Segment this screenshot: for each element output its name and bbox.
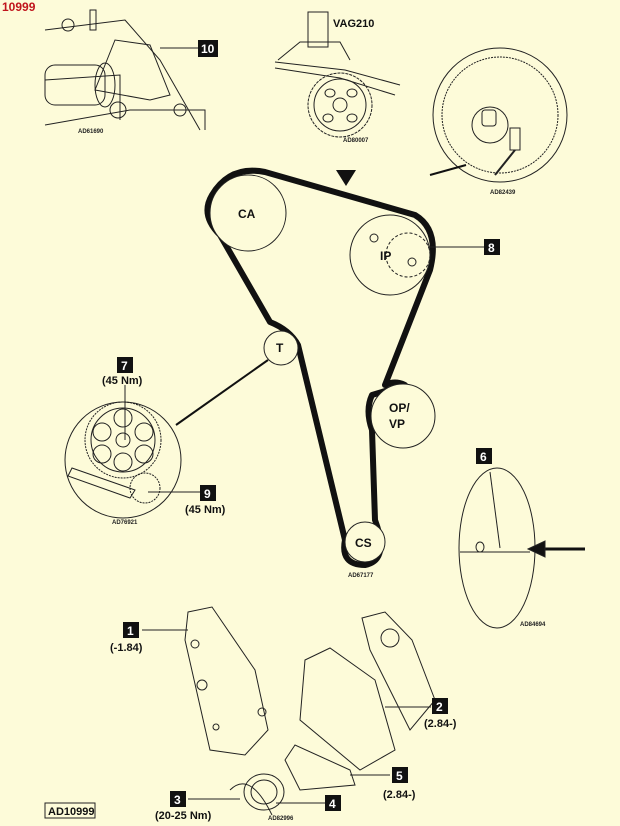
callout-9: 9 (45 Nm) — [148, 485, 226, 516]
svg-text:AD10999: AD10999 — [48, 806, 94, 818]
svg-text:(2.84-): (2.84-) — [383, 789, 416, 801]
doc-number: 10999 — [2, 0, 36, 14]
callout-6: 6 — [476, 448, 492, 464]
tensioner-inset — [64, 401, 182, 519]
flywheel-mark-inset — [458, 467, 585, 629]
figure-code: AD76921 — [112, 520, 138, 526]
callout-10: 10 — [160, 40, 218, 57]
svg-text:7: 7 — [121, 359, 128, 373]
svg-text:10: 10 — [201, 42, 215, 56]
svg-text:2: 2 — [436, 700, 443, 714]
rotation-direction-arrow — [336, 170, 356, 186]
callout-3: 3 (20-25 Nm) — [155, 791, 240, 822]
callout-8: 8 — [428, 239, 500, 255]
pulley-cs: CS — [344, 521, 386, 563]
figure-code: AD82439 — [490, 190, 516, 196]
camshaft-lock-detail — [44, 9, 206, 131]
svg-text:1: 1 — [127, 624, 134, 638]
figure-code: AD82996 — [268, 816, 294, 822]
callout-7: 7 (45 Nm) — [102, 357, 143, 440]
pulley-t: T — [263, 330, 299, 366]
svg-text:(2.84-): (2.84-) — [424, 718, 457, 730]
footer-reference: AD10999 — [44, 802, 96, 819]
svg-text:CA: CA — [238, 207, 256, 221]
svg-text:(20-25 Nm): (20-25 Nm) — [155, 810, 212, 822]
callout-2: 2 (2.84-) — [385, 698, 457, 730]
callout-4: 4 — [276, 795, 341, 811]
tool-label-vag210: VAG210 — [333, 18, 374, 30]
figure-code: AD67177 — [348, 573, 374, 579]
svg-text:5: 5 — [396, 769, 403, 783]
injection-pump-sprocket-inset — [432, 47, 568, 183]
pulley-ip: IP — [349, 214, 431, 296]
svg-text:IP: IP — [380, 249, 391, 263]
svg-text:9: 9 — [204, 487, 211, 501]
figure-code: AD61690 — [78, 129, 104, 135]
vag210-tool-detail — [274, 11, 401, 138]
figure-code: AD80007 — [343, 138, 369, 144]
pulley-opvp: OP/VP — [370, 383, 436, 449]
svg-text:3: 3 — [174, 793, 181, 807]
svg-text:(-1.84): (-1.84) — [110, 642, 143, 654]
inset-leader — [175, 359, 269, 426]
svg-text:T: T — [276, 341, 284, 355]
callout-1: 1 (-1.84) — [110, 622, 188, 654]
svg-text:OP/: OP/ — [389, 401, 410, 415]
timing-covers-exploded — [184, 606, 436, 816]
figure-code: AD84694 — [520, 622, 546, 628]
svg-text:VP: VP — [389, 417, 405, 431]
svg-text:(45 Nm): (45 Nm) — [185, 504, 226, 516]
svg-text:6: 6 — [480, 450, 487, 464]
callout-5: 5 (2.84-) — [350, 767, 416, 801]
svg-text:CS: CS — [355, 536, 372, 550]
pulley-ca: CA — [209, 174, 287, 252]
svg-text:4: 4 — [329, 797, 336, 811]
svg-text:(45 Nm): (45 Nm) — [102, 375, 143, 387]
svg-text:8: 8 — [488, 241, 495, 255]
timing-belt — [204, 167, 436, 568]
